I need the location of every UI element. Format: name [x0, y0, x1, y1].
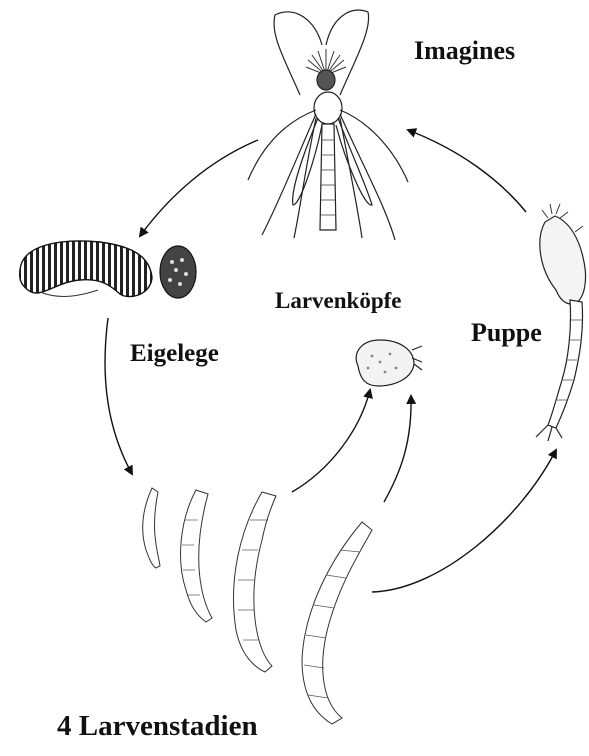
egg-mass-illustration [20, 241, 196, 298]
label-imagines: Imagines [414, 36, 515, 66]
arrow-imagines-to-eigelege [140, 140, 258, 236]
pupa-illustration [536, 204, 586, 441]
label-larvenkoepfe: Larvenköpfe [275, 288, 402, 314]
label-eigelege: Eigelege [130, 340, 219, 368]
arrow-eigelege-to-larvae [105, 318, 132, 474]
arrow-larva-to-head-1 [292, 390, 370, 492]
arrow-larva-to-head-2 [384, 396, 411, 502]
label-puppe: Puppe [471, 318, 542, 348]
adult-midge-illustration [248, 10, 408, 240]
label-larvenstadien: 4 Larvenstadien [57, 710, 258, 743]
arrow-pupa-to-imagines [408, 130, 526, 212]
arrow-larva-to-pupa [372, 450, 556, 592]
larval-stages-illustration [143, 488, 372, 724]
larval-head-illustration [356, 340, 422, 386]
